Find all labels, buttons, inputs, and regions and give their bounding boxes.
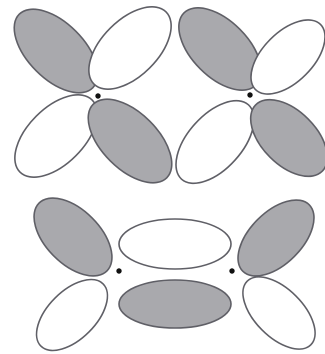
bottom-center-bottom-lobe	[119, 280, 231, 328]
bottom-right-nucleus	[229, 268, 234, 273]
top-left-nucleus	[95, 93, 100, 98]
top-right-nucleus	[247, 92, 252, 97]
bottom-right-lower-lobe	[230, 264, 325, 354]
bottom-right-upper-lobe	[224, 186, 325, 289]
bottom-left-lower-lobe	[24, 267, 120, 354]
top-right-lower-left-lobe	[161, 87, 268, 197]
top-left-d-orbital	[0, 0, 187, 198]
bottom-center-top-lobe	[119, 219, 231, 269]
top-right-d-orbital	[161, 0, 325, 197]
bottom-left-upper-lobe	[20, 184, 126, 290]
bottom-left-nucleus	[116, 268, 121, 273]
bottom-delta-bond	[20, 184, 325, 354]
